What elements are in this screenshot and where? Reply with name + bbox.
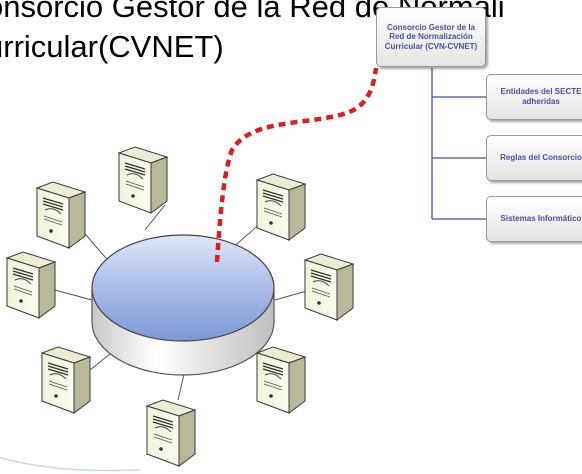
org-child-box: Entidades del SECTE adheridas: [486, 74, 582, 120]
dashed-link: [214, 67, 379, 263]
server-icon: [36, 181, 86, 249]
org-child-box: Sistemas Informático: [486, 196, 582, 242]
decorative-swoosh: [0, 457, 141, 472]
org-child-label: Sistemas Informático: [500, 214, 582, 224]
network-hub-icon: [91, 234, 275, 376]
org-root-box: Consorcio Gestor de la Red de Normalizac…: [376, 7, 486, 67]
server-icon: [6, 251, 56, 319]
server-icon: [256, 346, 306, 414]
org-connectors: [431, 68, 486, 220]
server-icon: [41, 346, 91, 414]
server-icon: [256, 173, 306, 241]
server-icon: [146, 399, 196, 467]
server-icon: [118, 146, 168, 214]
org-child-label: Reglas del Consorcio: [500, 153, 582, 163]
org-child-box: Reglas del Consorcio: [486, 135, 582, 181]
org-child-label: Entidades del SECTE adheridas: [500, 87, 582, 106]
server-icon: [304, 253, 354, 321]
slide-title-line-2: urricular(CVNET): [0, 29, 224, 64]
org-root-label: Consorcio Gestor de la Red de Normalizac…: [384, 23, 478, 51]
